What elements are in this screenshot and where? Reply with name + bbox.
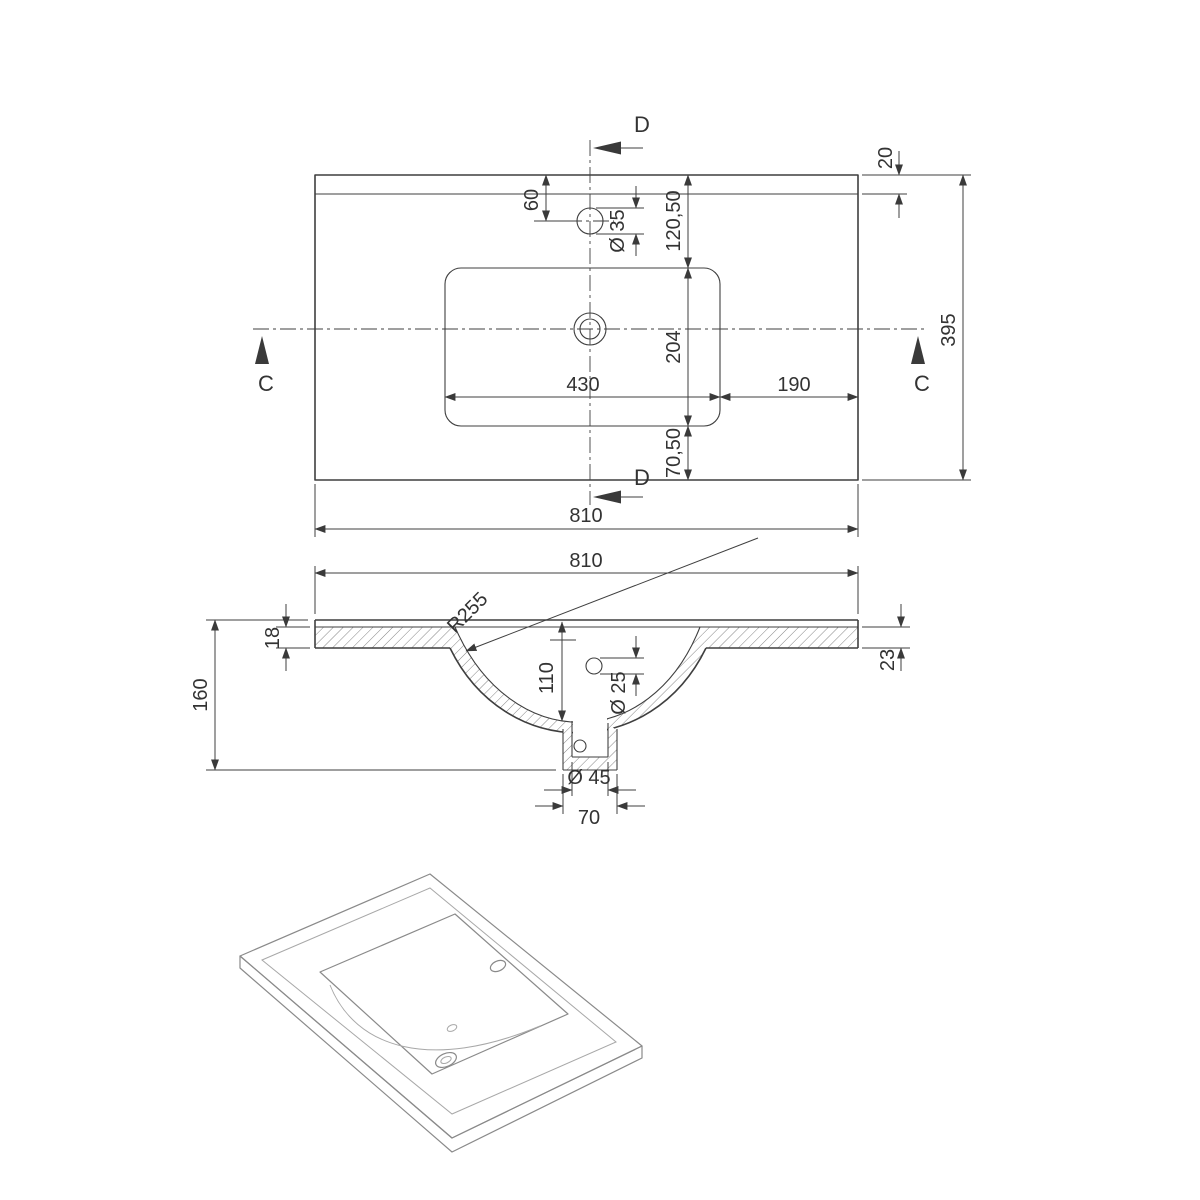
dim-label-overall-width-plan: 810 (569, 505, 602, 527)
dim-label-drain-width: 70 (578, 807, 600, 829)
section-label-c-left: C (258, 371, 274, 396)
iso-rim-line (261, 887, 617, 1115)
cut-hatch-right (700, 627, 858, 648)
iso-faucet-hole (489, 959, 507, 973)
section-label-c-right: C (914, 371, 930, 396)
dim-label-overflow-diameter: Ø 25 (608, 671, 630, 714)
section-label-d-top: D (634, 112, 650, 137)
dim-label-overall-width-section: 810 (569, 550, 602, 572)
section-label-d-bottom: D (634, 465, 650, 490)
overflow-hole (585, 657, 603, 675)
cut-hatch-bowl (450, 627, 706, 733)
dim-label-back-to-basin: 120,50 (663, 190, 685, 251)
dim-label-overall-height: 160 (190, 678, 212, 711)
section-arrow-d-bottom (593, 490, 621, 504)
dim-label-edge-thickness: 23 (877, 649, 899, 671)
iso-top-face (239, 873, 643, 1139)
dim-label-basin-width: 430 (566, 374, 599, 396)
section-arrow-d-top (593, 141, 621, 155)
section-arrow-c-left (255, 336, 269, 364)
dim-label-basin-depth: 204 (663, 330, 685, 363)
iso-basin-recess (319, 913, 569, 1075)
iso-bowl-curve (329, 984, 541, 1051)
dim-label-bowl-depth: 110 (536, 662, 558, 694)
dim-label-drain-diameter: Ø 45 (567, 767, 610, 789)
iso-overflow-hole (446, 1024, 458, 1032)
dim-label-faucet-diameter: Ø 35 (607, 209, 629, 252)
iso-thickness-edge (239, 955, 643, 1153)
drain-fixing-hole (573, 739, 587, 753)
dim-label-back-edge: 20 (875, 147, 897, 169)
dim-label-faucet-offset: 60 (521, 189, 543, 211)
dim-label-bowl-radius: R255 (443, 588, 492, 637)
iso-drain-hole (435, 1051, 457, 1069)
isometric-view (239, 873, 643, 1153)
cut-hatch-left (315, 627, 455, 648)
basin-inner-outline (444, 267, 721, 427)
basin-top-outline (314, 174, 859, 481)
section-view: 810 R255 160 (190, 537, 910, 829)
dim-label-overall-depth: 395 (938, 313, 960, 346)
dim-label-top-thickness: 18 (262, 627, 284, 649)
dim-label-basin-to-front: 70,50 (663, 428, 685, 478)
section-arrow-c-right (911, 336, 925, 364)
dim-label-basin-to-edge: 190 (777, 374, 810, 396)
iso-drain-hole-inner (440, 1055, 452, 1065)
top-view: 60 Ø 35 120,50 204 70,50 430 190 810 395 (253, 112, 971, 537)
